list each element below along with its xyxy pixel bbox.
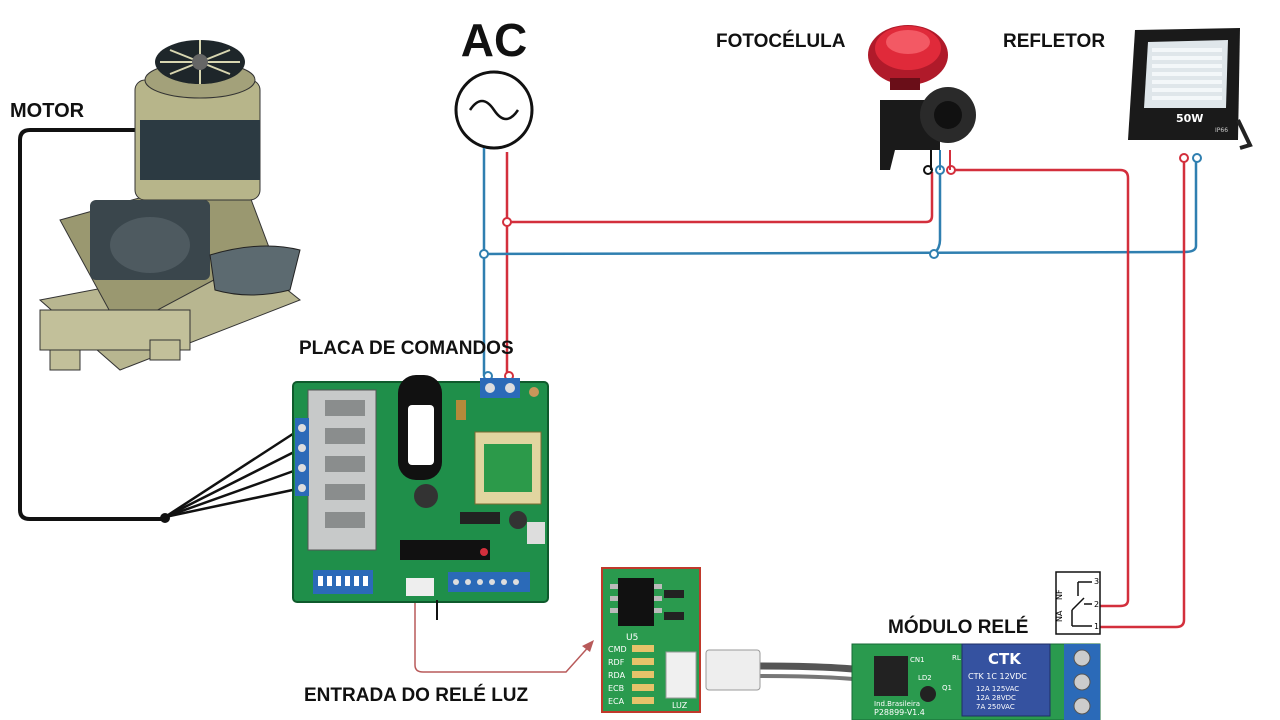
fotocelula-illustration bbox=[868, 25, 976, 170]
motor-wire bbox=[18, 128, 165, 521]
board-rdf: RDF bbox=[608, 658, 625, 667]
rele-luz-arrow bbox=[582, 640, 594, 652]
terminal-dot-refl-blue bbox=[1192, 153, 1202, 163]
motor-wire-branch-3 bbox=[164, 466, 303, 519]
ac-label: AC bbox=[461, 14, 527, 66]
refletor-label: REFLETOR bbox=[1003, 31, 1105, 52]
board-luz: LUZ bbox=[672, 701, 688, 710]
board-rda: RDA bbox=[608, 671, 626, 680]
junction-dot-3 bbox=[929, 249, 939, 259]
relay-line1: CTK 1C 12VDC bbox=[968, 672, 1027, 681]
refletor-ip-text: IP66 bbox=[1215, 127, 1228, 134]
junction-dot-1 bbox=[479, 249, 489, 259]
entrada-rele-label: ENTRADA DO RELÉ LUZ bbox=[304, 684, 529, 706]
placa-de-comandos: PLACA DE COMANDOS bbox=[292, 338, 549, 620]
module-silk-rl1: RL1 bbox=[952, 654, 965, 662]
modulo-rele: MÓDULO RELÉ LD2 Q1 RL1 CN1 Ind.Brasileir… bbox=[851, 616, 1101, 720]
module-silk-q1: Q1 bbox=[942, 684, 952, 692]
contact-pin2: 2 bbox=[1094, 600, 1099, 609]
module-maker: Ind.Brasileira bbox=[874, 700, 920, 708]
fotocelula-label: FOTOCÉLULA bbox=[716, 30, 846, 52]
refletor: REFLETOR 50W IP66 bbox=[1003, 28, 1253, 150]
refletor-illustration: 50W IP66 bbox=[1128, 28, 1253, 150]
rele-luz-signal-wire bbox=[414, 602, 593, 673]
motor: MOTOR bbox=[10, 40, 301, 371]
motor-wire-junction bbox=[160, 513, 170, 523]
relay-body bbox=[961, 643, 1051, 717]
refletor-power-text: 50W bbox=[1176, 112, 1203, 125]
module-code: P28899-V1.4 bbox=[874, 708, 925, 717]
junction-dot-2 bbox=[502, 217, 512, 227]
relay-brand: CTK bbox=[988, 650, 1022, 668]
modulo-rele-label: MÓDULO RELÉ bbox=[888, 616, 1028, 638]
motor-illustration bbox=[38, 40, 301, 371]
entrada-rele-board: U5 CMD RDF RDA ECB ECA LUZ bbox=[601, 567, 761, 713]
fotocelula: FOTOCÉLULA bbox=[716, 25, 976, 170]
refletor-red-wire bbox=[1100, 158, 1186, 629]
motor-label: MOTOR bbox=[10, 100, 85, 122]
board-cmd: CMD bbox=[608, 645, 627, 654]
module-silk-cn1: CN1 bbox=[910, 656, 925, 664]
fotocelula-blue-wire bbox=[933, 172, 942, 255]
relay-line2: 12A 125VAC bbox=[976, 685, 1019, 693]
sine-wave-icon bbox=[468, 99, 520, 121]
ac-source: AC bbox=[454, 14, 534, 152]
contact-pin1: 1 bbox=[1094, 622, 1099, 631]
contact-pin3: 3 bbox=[1094, 577, 1099, 586]
board-ecb: ECB bbox=[608, 684, 624, 693]
neutral-bus-wire bbox=[483, 158, 1198, 256]
relay-line4: 7A 250VAC bbox=[976, 703, 1015, 711]
contact-nf: NF bbox=[1055, 589, 1064, 600]
module-silk-ld2: LD2 bbox=[918, 674, 932, 682]
contact-na: NA bbox=[1055, 610, 1064, 622]
relay-plug bbox=[705, 649, 761, 691]
board-u5: U5 bbox=[626, 633, 638, 643]
motor-wire-branch-4 bbox=[164, 486, 303, 519]
relay-line3: 12A 28VDC bbox=[976, 694, 1016, 702]
contact-schematic: NF NA 3 2 1 bbox=[1055, 571, 1101, 635]
motor-wire-branch-1 bbox=[164, 426, 303, 519]
fotocelula-red-wire bbox=[507, 172, 934, 224]
fotocelula-output-wire bbox=[950, 168, 1130, 608]
board-eca: ECA bbox=[608, 697, 625, 706]
motor-wire-branch-2 bbox=[164, 446, 303, 519]
terminal-dot-refl-red bbox=[1179, 153, 1189, 163]
placa-label: PLACA DE COMANDOS bbox=[299, 338, 514, 359]
